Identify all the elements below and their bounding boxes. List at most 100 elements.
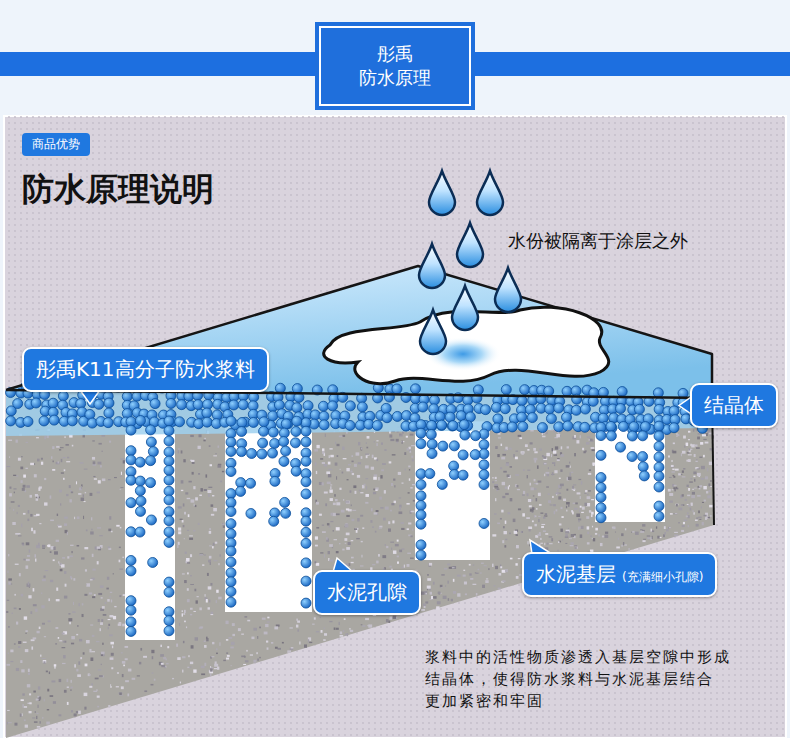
cement-speck <box>231 642 235 645</box>
cement-speck <box>492 534 496 536</box>
cement-speck <box>108 627 109 630</box>
cement-speck <box>404 452 406 455</box>
cement-speck <box>44 636 46 637</box>
cement-speck <box>39 697 41 700</box>
cement-speck <box>122 624 125 627</box>
cement-speck <box>391 483 393 486</box>
crystal-dot <box>615 404 625 414</box>
cement-speck <box>505 493 509 495</box>
cement-speck <box>36 699 39 701</box>
cement-speck <box>578 521 579 523</box>
cement-speck <box>38 686 40 689</box>
cement-speck <box>382 555 386 558</box>
cement-speck <box>689 481 693 482</box>
cement-speck <box>703 486 707 489</box>
cement-speck <box>101 597 103 598</box>
cement-speck <box>18 646 20 648</box>
cement-speck <box>108 548 111 550</box>
cement-speck <box>53 460 54 462</box>
cement-speck <box>580 534 583 537</box>
cement-speck <box>357 475 360 478</box>
cement-speck <box>195 497 198 500</box>
cement-speck <box>516 576 519 579</box>
cement-speck <box>30 611 32 614</box>
cement-speck <box>324 627 325 629</box>
cement-speck <box>486 578 488 579</box>
cement-speck <box>547 474 549 477</box>
cement-speck <box>697 473 701 476</box>
cement-speck <box>336 513 340 515</box>
cement-speck <box>515 563 517 565</box>
cement-speck <box>657 536 659 539</box>
cement-speck <box>546 486 549 487</box>
crystal-dot <box>418 402 428 412</box>
cement-speck <box>656 526 657 528</box>
cement-speck <box>324 491 328 493</box>
cement-speck <box>19 573 21 576</box>
cement-speck <box>161 663 164 665</box>
cement-speck <box>108 624 110 626</box>
cement-speck <box>399 434 403 437</box>
cement-speck <box>72 445 74 447</box>
cement-speck <box>346 533 350 536</box>
cement-speck <box>223 660 226 661</box>
cement-speck <box>253 660 256 663</box>
cement-speck <box>28 510 30 513</box>
cement-speck <box>105 602 107 604</box>
cement-speck <box>688 505 690 507</box>
cement-speck <box>297 621 300 623</box>
cement-speck <box>365 465 369 468</box>
cement-speck <box>451 599 453 602</box>
cement-speck <box>36 514 40 516</box>
cement-speck <box>7 600 9 601</box>
cement-speck <box>675 513 677 514</box>
cement-speck <box>553 504 556 506</box>
crystal-dot <box>345 420 355 430</box>
cement-speck <box>264 632 268 635</box>
cement-speck <box>62 557 65 559</box>
cement-speck <box>178 506 182 508</box>
cement-speck <box>359 490 361 492</box>
cement-speck <box>110 686 111 688</box>
cement-speck <box>207 573 209 576</box>
cement-speck <box>551 454 552 457</box>
cement-speck <box>352 510 356 511</box>
cement-speck <box>47 545 50 547</box>
cement-speck <box>349 628 351 629</box>
cement-speck <box>693 471 696 474</box>
cement-speck <box>92 457 95 460</box>
crystal-dot <box>177 400 187 410</box>
cement-speck <box>41 605 44 608</box>
cement-speck <box>342 472 344 474</box>
cement-speck <box>402 567 404 569</box>
crystal-dot <box>49 415 59 425</box>
cement-speck <box>343 499 344 500</box>
cement-speck <box>151 650 154 653</box>
cement-speck <box>208 607 210 609</box>
cement-speck <box>63 478 65 480</box>
cement-speck <box>399 434 401 435</box>
cement-speck <box>351 519 354 521</box>
cement-speck <box>74 664 76 667</box>
cement-speck <box>77 545 80 547</box>
cement-speck <box>98 462 102 465</box>
cement-speck <box>390 510 392 512</box>
cement-speck <box>361 624 363 625</box>
cement-speck <box>580 435 581 438</box>
cement-speck <box>190 614 192 616</box>
cement-speck <box>518 435 522 437</box>
coating-top-face <box>6 266 712 398</box>
cement-speck <box>508 512 511 514</box>
cement-speck <box>587 542 590 544</box>
cement-speck <box>56 462 60 464</box>
cement-speck <box>23 642 27 643</box>
cement-speck <box>358 442 360 445</box>
cement-speck <box>405 469 406 471</box>
cement-speck <box>53 559 55 561</box>
cement-speck <box>534 515 535 518</box>
cement-speck <box>44 699 45 702</box>
cement-speck <box>437 601 441 604</box>
cement-speck <box>394 501 396 503</box>
cement-speck <box>683 436 686 439</box>
cement-speck <box>216 648 218 650</box>
